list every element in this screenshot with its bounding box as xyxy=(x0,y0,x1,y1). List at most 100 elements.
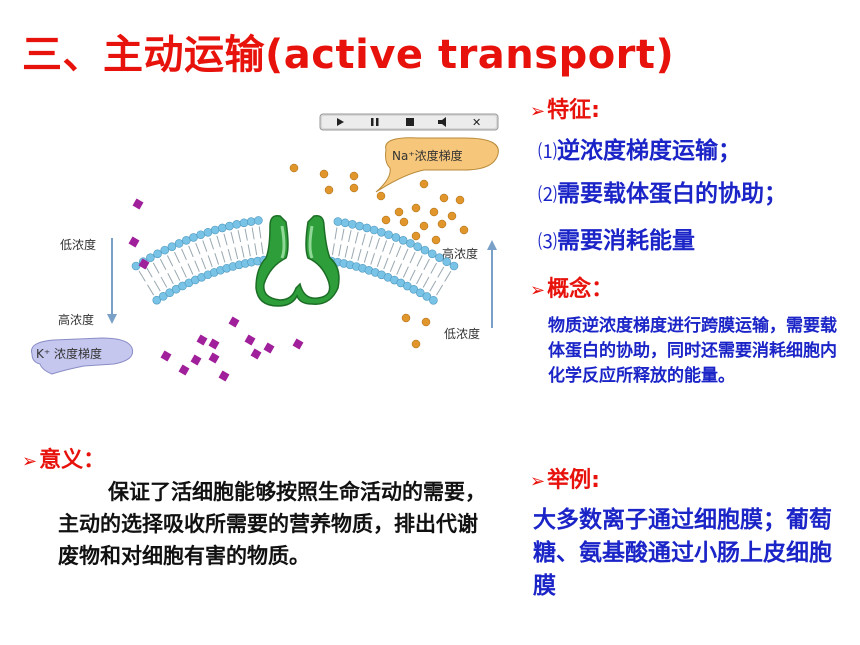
arrow-bullet-icon: ➢ xyxy=(22,451,38,472)
lipid-tail xyxy=(331,243,335,256)
lipid-tail xyxy=(382,240,388,252)
lipid-tail xyxy=(194,260,200,272)
lipid-tail xyxy=(383,257,389,270)
na-ion xyxy=(289,163,299,173)
lipid-tail xyxy=(187,263,194,275)
down-arrow-icon xyxy=(107,314,117,324)
left-low-concentration-label: 低浓度 xyxy=(60,237,96,252)
lipid-head xyxy=(203,227,213,237)
lipid-tail xyxy=(216,235,221,248)
lipid-head xyxy=(348,220,357,229)
na-ion xyxy=(411,231,421,241)
volume-button[interactable] xyxy=(438,117,446,127)
na-ion xyxy=(349,183,359,193)
lipid-tail xyxy=(260,242,264,255)
left-high-concentration-label: 高浓度 xyxy=(58,312,94,327)
na-ion xyxy=(419,179,429,189)
meaning-text-block: 保证了活细胞能够按照生命活动的需要，主动的选择吸收所需要的营养物质，排出代谢废物… xyxy=(58,476,498,572)
lipid-tail xyxy=(188,245,194,258)
lipid-tail xyxy=(174,269,181,281)
lipid-tail xyxy=(145,266,153,278)
na-ion xyxy=(399,217,409,227)
lipid-head xyxy=(362,223,372,233)
k-bubble-label: K⁺ 浓度梯度 xyxy=(36,346,102,361)
lipid-tail xyxy=(247,244,251,257)
lipid-head xyxy=(167,242,177,251)
lipid-head xyxy=(384,230,393,240)
lipid-tail xyxy=(234,247,239,260)
lipid-tail xyxy=(409,269,416,281)
lipid-tail xyxy=(160,276,168,288)
pause-button[interactable] xyxy=(371,118,379,126)
lipid-tail xyxy=(221,250,226,263)
lipid-head xyxy=(158,292,168,301)
lipid-head xyxy=(449,261,459,271)
lipid-tail xyxy=(363,250,369,263)
membrane-diagram: ✕ Na⁺浓度梯度 K⁺ 浓度梯度 低浓度 高浓度 高浓度 低浓度 xyxy=(30,113,499,382)
lipid-head xyxy=(210,225,220,235)
lipid-tail xyxy=(395,245,402,258)
lipid-head xyxy=(196,230,206,240)
lipid-tail xyxy=(195,242,201,255)
lipid-tail xyxy=(254,243,258,256)
lipid-head xyxy=(355,221,364,231)
lipid-tail xyxy=(430,262,438,274)
feature-item: ⑵需要载体蛋白的协助； xyxy=(538,174,787,208)
right-high-concentration-label: 高浓度 xyxy=(442,246,478,261)
lipid-tail xyxy=(223,233,228,246)
na-ion xyxy=(349,171,359,181)
lipid-head xyxy=(146,253,155,262)
ions-layer xyxy=(128,163,469,382)
lipid-head xyxy=(413,242,422,251)
lipid-tail xyxy=(200,257,207,270)
lipid-head xyxy=(174,239,184,248)
lipid-head xyxy=(232,220,242,229)
lipid-tail xyxy=(344,245,349,258)
lipid-tail xyxy=(166,255,174,267)
feature-text: 需要消耗能量 xyxy=(557,228,696,254)
feature-item: ⑶需要消耗能量 xyxy=(538,221,695,255)
lipid-head xyxy=(435,253,444,262)
k-ion xyxy=(132,198,144,210)
lipid-tail xyxy=(138,270,146,282)
k-ion xyxy=(292,338,304,350)
stop-button[interactable] xyxy=(406,118,414,126)
features-heading-text: 特征: xyxy=(547,98,600,123)
k-ion xyxy=(250,348,262,360)
close-icon[interactable]: ✕ xyxy=(472,116,481,129)
k-ion xyxy=(218,370,230,382)
lipid-tail xyxy=(153,280,161,292)
lipid-tail xyxy=(251,227,255,240)
feature-text: 逆浓度梯度运输； xyxy=(557,138,742,164)
na-ion xyxy=(431,235,441,245)
lipid-tail xyxy=(437,266,445,278)
k-bubble: K⁺ 浓度梯度 xyxy=(30,337,134,375)
lipid-tail xyxy=(209,237,215,250)
lipid-tail xyxy=(422,276,430,288)
lipid-tail xyxy=(388,242,395,255)
k-ion xyxy=(208,338,220,350)
arrow-bullet-icon: ➢ xyxy=(530,280,546,301)
lipid-head xyxy=(427,249,437,259)
k-ion xyxy=(128,236,140,248)
lipid-tail xyxy=(409,251,416,264)
lipid-head xyxy=(415,288,425,298)
lipid-head xyxy=(246,217,256,226)
play-button[interactable] xyxy=(337,118,344,126)
lipid-tail xyxy=(354,231,359,244)
features-heading: ➢特征: xyxy=(530,92,600,124)
lipid-tail xyxy=(402,248,409,261)
lipid-tail xyxy=(152,262,160,274)
k-ion xyxy=(263,342,275,354)
phospholipid-bilayer xyxy=(131,216,459,305)
lipid-head xyxy=(442,257,452,267)
lipid-tail xyxy=(370,253,375,265)
feature-text: 需要载体蛋白的协助； xyxy=(557,181,788,207)
lipid-tail xyxy=(174,251,181,264)
lipid-head xyxy=(391,233,401,242)
feature-number: ⑶ xyxy=(538,231,558,253)
lipid-head xyxy=(429,295,438,305)
na-ion xyxy=(376,191,386,201)
right-low-concentration-label: 低浓度 xyxy=(444,326,480,341)
lipid-tail xyxy=(389,260,396,272)
